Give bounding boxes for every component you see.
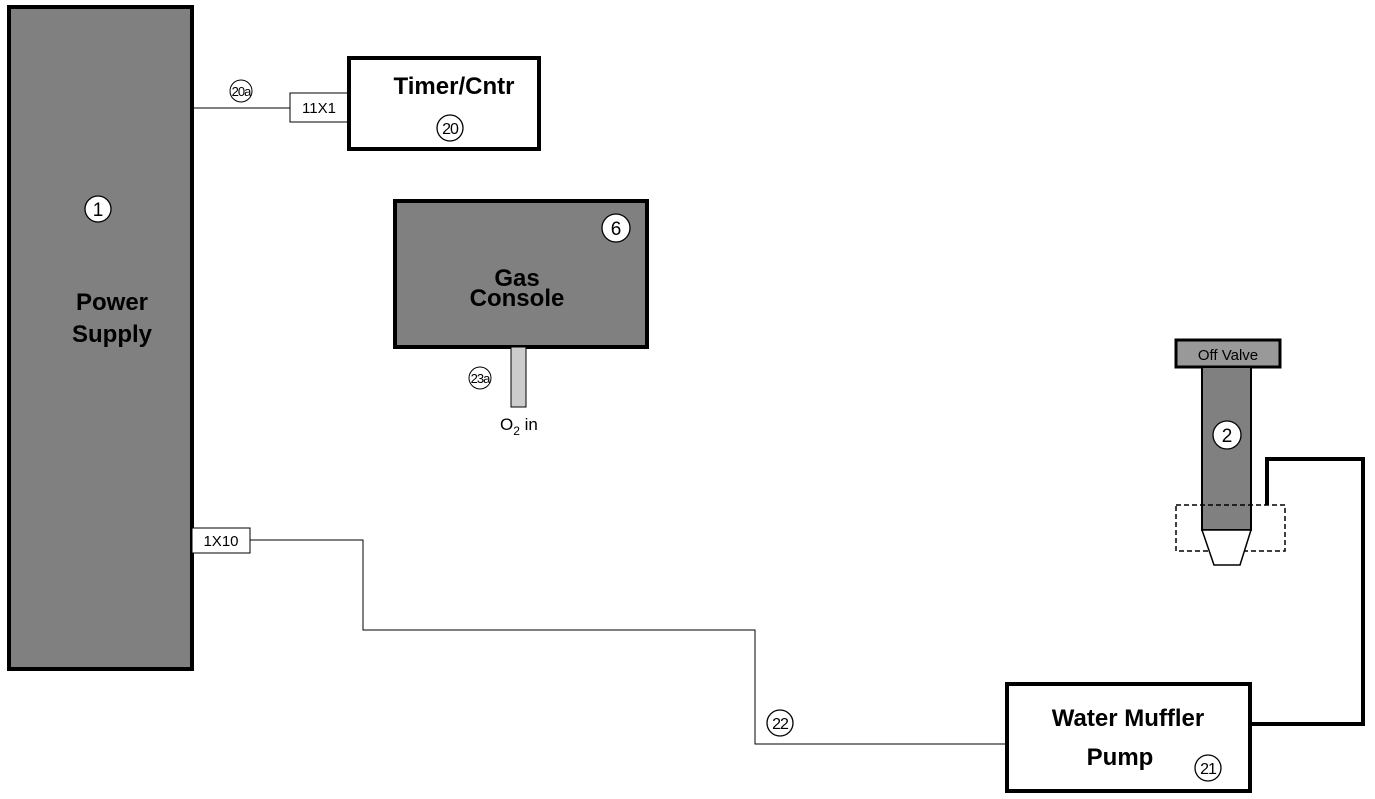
gas-console: 6 Gas Console — [393, 199, 649, 349]
water-muffler-number-badge — [1194, 754, 1222, 782]
torch-nozzle-tip — [1200, 529, 1253, 566]
timer-counter: Timer/Cntr 20 — [347, 56, 541, 151]
water-muffler-pump: Water Muffler Pump 21 — [1005, 682, 1252, 793]
power-supply-label-line1: Power — [76, 289, 148, 316]
gas-console-label-line1: Gas — [494, 265, 539, 292]
pump-cable-tag: 22 — [766, 709, 794, 737]
oxygen-inlet-pipe — [510, 346, 527, 408]
timer-title: Timer/Cntr — [394, 73, 515, 100]
off-valve-label: Off Valve — [1198, 347, 1258, 364]
pump-connector-label: 1X10 — [203, 533, 238, 550]
power-supply-number-badge — [84, 195, 112, 223]
power-supply-number: 1 — [93, 200, 104, 221]
water-muffler-label-line1: Water Muffler — [1052, 705, 1204, 732]
timer-cable-tag: 20a — [229, 79, 253, 103]
torch-number-badge — [1212, 420, 1242, 450]
power-supply: 1 Power Supply — [7, 5, 194, 671]
torch: Off Valve 2 — [1174, 338, 1286, 566]
timer-connector: 11X1 — [289, 92, 350, 123]
water-hose-line — [1250, 457, 1365, 726]
power-supply-label-line2: Supply — [72, 321, 153, 348]
oxygen-inlet-label: O2 in — [500, 415, 538, 438]
timer-cable-number: 20a — [232, 84, 252, 99]
oxygen-inlet-tag: 23a — [468, 366, 492, 390]
water-muffler-label-line2: Pump — [1087, 744, 1154, 771]
water-muffler-number: 21 — [1200, 761, 1217, 778]
gas-console-number-badge — [601, 213, 631, 243]
off-valve — [1174, 338, 1282, 369]
torch-number: 2 — [1222, 426, 1233, 447]
gas-console-label-line2: Console — [470, 285, 565, 312]
pump-cable-number: 22 — [772, 716, 789, 733]
gas-console-number: 6 — [611, 219, 622, 240]
oxygen-inlet-number: 23a — [471, 371, 491, 386]
pump-cable-line — [250, 539, 1007, 745]
timer-connector-label: 11X1 — [302, 100, 336, 117]
timer-number: 20 — [442, 121, 459, 138]
timer-number-badge — [436, 114, 464, 142]
pump-connector: 1X10 — [191, 527, 251, 554]
